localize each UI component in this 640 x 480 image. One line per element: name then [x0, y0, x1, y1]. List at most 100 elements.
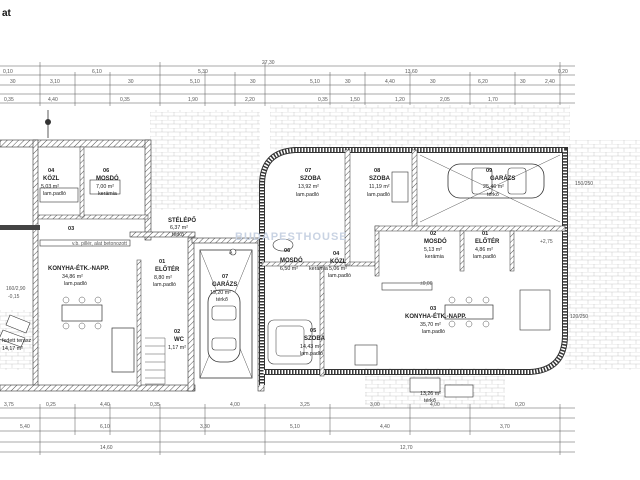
svg-text:04: 04 — [333, 251, 340, 257]
terrace-right-floor: térkő — [424, 398, 436, 404]
dim-b1-2: 4,40 — [100, 402, 110, 408]
pillar-note: v.b. pillér, alat betonozott — [72, 241, 128, 247]
svg-text:kerámia: kerámia — [425, 254, 444, 260]
dim-total: 27,30 — [262, 60, 275, 66]
top-dimension-lines: 27,30 0,10 6,10 5,30 13,60 0,20 30 3,10 … — [0, 60, 575, 106]
svg-text:GARÁZS: GARÁZS — [212, 281, 237, 288]
furniture-left — [0, 179, 166, 385]
terrace-left-area: 14,17 m² — [2, 346, 23, 352]
steleps-label: STÉLÉPŐ — [168, 216, 196, 224]
dim-b1-0: 3,75 — [4, 402, 14, 408]
dim-b2-4: 4,40 — [380, 424, 390, 430]
dim-b2-3: 5,10 — [290, 424, 300, 430]
level-a: ±0,00 — [420, 281, 433, 287]
svg-text:02: 02 — [174, 329, 180, 335]
svg-text:4,86 m²: 4,86 m² — [475, 247, 493, 253]
svg-text:35,70 m²: 35,70 m² — [420, 322, 441, 328]
bottom-dimension-lines: 3,75 0,25 4,40 0,35 4,00 3,25 3,00 4,00 … — [0, 402, 575, 455]
svg-text:07: 07 — [305, 168, 311, 174]
dim-t2-0: 30 — [10, 79, 16, 85]
dim-b1-3: 0,35 — [150, 402, 160, 408]
svg-text:MOSDÓ: MOSDÓ — [96, 174, 119, 182]
dim-b1-4: 4,00 — [230, 402, 240, 408]
dim-b2-5: 3,70 — [500, 424, 510, 430]
svg-text:11,19 m²: 11,19 m² — [369, 184, 390, 190]
svg-text:5,03 m²: 5,03 m² — [41, 184, 59, 190]
svg-text:06: 06 — [284, 248, 290, 254]
paved-yard-top — [270, 105, 570, 150]
svg-text:kerámia: kerámia — [309, 266, 328, 272]
left-building-walls — [0, 139, 196, 392]
svg-text:KONYHA-ÉTK.-NAPP.: KONYHA-ÉTK.-NAPP. — [405, 312, 467, 320]
svg-text:01: 01 — [482, 231, 488, 237]
svg-text:1,17 m²: 1,17 m² — [168, 345, 186, 351]
steleps-area: 6,37 m² — [170, 225, 188, 231]
dim-t2-8: 30 — [430, 79, 436, 85]
right-building-walls — [259, 147, 568, 385]
svg-text:34,86 m²: 34,86 m² — [62, 274, 83, 280]
room-05-szoba: 05 SZOBA 14,43 m² lam.padló — [300, 328, 326, 357]
room-07-garazs: 07 GARÁZS 19,20 m² térkő — [210, 274, 237, 303]
svg-text:MOSDÓ: MOSDÓ — [424, 237, 447, 245]
svg-text:14,43 m²: 14,43 m² — [300, 344, 321, 350]
svg-text:6,50 m²: 6,50 m² — [280, 266, 298, 272]
dim-t3-0: 0,35 — [4, 97, 14, 103]
dim-t2-5: 5,10 — [310, 79, 320, 85]
dim-t3-4: 2,20 — [245, 97, 255, 103]
room-01-eloter: 01 ELŐTÉR 8,80 m² lam.padló — [153, 259, 180, 288]
room-07-szoba: 07 SZOBA 13,92 m² lam.padló — [296, 168, 322, 198]
room-02-mosdo-right: 02 MOSDÓ 5,13 m² kerámia — [424, 231, 447, 260]
room-03-konyha-right: 03 KONYHA-ÉTK.-NAPP. 35,70 m² lam.padló — [405, 306, 467, 335]
dim-b1-7: 4,00 — [430, 402, 440, 408]
svg-text:kerámia: kerámia — [98, 191, 117, 197]
room-06-mosdo: 06 MOSDÓ 7,00 m² kerámia — [96, 168, 119, 197]
dim-t2-9: 6,20 — [478, 79, 488, 85]
terrace-right-area: 13,26 m² — [420, 391, 441, 397]
room-04-kozl-right: 04 KÖZL 5,06 m² lam.padló — [328, 251, 351, 279]
dim-b1-5: 3,25 — [300, 402, 310, 408]
dim-t2-10: 30 — [520, 79, 526, 85]
dim-t3-3: 1,90 — [188, 97, 198, 103]
room-06-mosdo-right: 06 MOSDÓ 6,50 m² kerámia — [280, 248, 328, 272]
svg-text:WC: WC — [174, 337, 185, 343]
column-tag-3: 120/250 — [570, 314, 588, 320]
svg-text:ELŐTÉR: ELŐTÉR — [475, 237, 500, 245]
svg-text:7,00 m²: 7,00 m² — [96, 184, 114, 190]
room-09-garazs: 09 GARÁZS 25,46 m² térkő — [483, 168, 515, 198]
terrace-left-label: fedett terasz — [2, 338, 31, 344]
dim-t3-9: 1,70 — [488, 97, 498, 103]
svg-text:19,20 m²: 19,20 m² — [210, 290, 231, 296]
section-marker — [45, 110, 237, 256]
svg-text:lam.padló: lam.padló — [43, 191, 66, 197]
dim-b2-0: 5,40 — [20, 424, 30, 430]
svg-text:lam.padló: lam.padló — [328, 273, 351, 279]
room-01-eloter-right: 01 ELŐTÉR 4,86 m² lam.padló — [473, 231, 500, 260]
svg-text:lam.padló: lam.padló — [367, 192, 390, 198]
room-labels: 04 KÖZL 5,03 m² lam.padló 06 MOSDÓ 7,00 … — [41, 168, 515, 357]
dim-t1-2: 5,30 — [198, 69, 208, 75]
dim-t2-2: 30 — [128, 79, 134, 85]
svg-text:KÖZL: KÖZL — [43, 175, 60, 182]
dim-t3-6: 1,50 — [350, 97, 360, 103]
svg-text:03: 03 — [68, 226, 74, 232]
svg-text:lam.padló: lam.padló — [296, 192, 319, 198]
svg-text:08: 08 — [374, 168, 380, 174]
svg-text:07: 07 — [222, 274, 228, 280]
dim-t3-7: 1,20 — [395, 97, 405, 103]
level-c: +2,75 — [540, 239, 553, 245]
furniture-right — [267, 171, 551, 398]
svg-text:KÖZL: KÖZL — [330, 258, 347, 265]
svg-text:lam.padló: lam.padló — [473, 254, 496, 260]
misc-labels: STÉLÉPŐ 6,37 m² térkő fedett terasz 14,1… — [2, 181, 593, 404]
svg-text:06: 06 — [103, 168, 109, 174]
svg-text:GARÁZS: GARÁZS — [490, 175, 515, 182]
svg-text:01: 01 — [159, 259, 165, 265]
svg-text:SZOBA: SZOBA — [304, 336, 326, 342]
svg-text:25,46 m²: 25,46 m² — [483, 184, 504, 190]
dim-t2-1: 3,10 — [50, 79, 60, 85]
dim-b1-1: 0,25 — [46, 402, 56, 408]
svg-text:lam.padló: lam.padló — [64, 281, 87, 287]
car-left-icon — [207, 289, 241, 363]
dim-t3-8: 2,05 — [440, 97, 450, 103]
svg-text:5,13 m²: 5,13 m² — [424, 247, 442, 253]
